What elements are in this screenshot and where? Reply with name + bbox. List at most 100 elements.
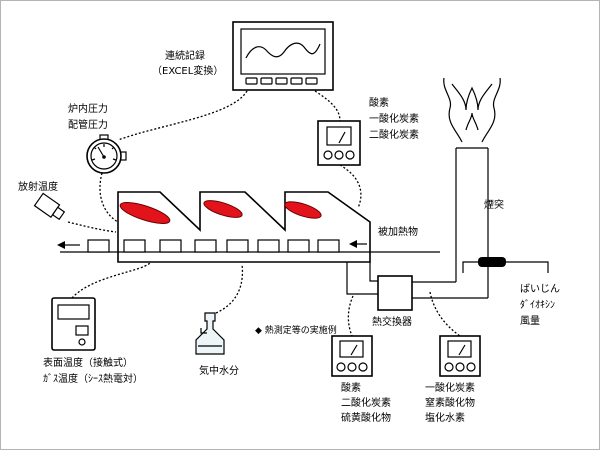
analyzer-knob: [347, 362, 357, 372]
gas-analyzer-bottom-left: [331, 335, 373, 377]
monitor-button: [290, 77, 303, 85]
arrow-head: [349, 240, 357, 248]
arrow-head: [57, 241, 65, 249]
analyzer-display: [326, 126, 352, 146]
smoke-line: [443, 77, 463, 143]
chimney-measurement: 風量: [520, 315, 540, 327]
workpiece: [226, 239, 249, 253]
analyzer-top-item: 酸素: [369, 96, 389, 109]
workpiece: [317, 239, 340, 253]
monitor-button: [305, 77, 318, 85]
analyzer-needle: [458, 344, 466, 356]
chimney-label: 煙突: [484, 198, 504, 211]
gas-analyzer-top: [317, 120, 361, 166]
line-analyzer-to-furnace: [339, 164, 362, 209]
analyzer-knob: [334, 150, 344, 160]
analyzer-bottom-left-item: 二酸化炭素: [341, 396, 391, 409]
sampling-probe: [462, 257, 549, 273]
workpiece: [287, 239, 310, 253]
bottle-body: [195, 312, 225, 355]
humidity-label: 気中水分: [199, 364, 239, 377]
gauge-tick: [91, 158, 96, 161]
analyzer-top-item: 一酸化炭素: [369, 112, 419, 125]
gauge-tick: [111, 146, 115, 150]
gas-temperature-label: ｶﾞｽ温度（ｼｰｽ熱電対）: [43, 372, 143, 385]
flue-duct: [346, 262, 488, 299]
chimney: [455, 147, 489, 298]
gauge-tick: [112, 158, 117, 161]
line-gauge-to-furnace: [99, 172, 119, 223]
analyzer-bottom-left-item: 硫黄酸化物: [341, 411, 391, 424]
line-duct-to-analyzer-left: [347, 295, 354, 337]
monitor-button: [260, 77, 273, 85]
analyzer-knob: [444, 362, 454, 372]
signal-lines: [67, 90, 461, 337]
line-recorder-to-analyzer: [314, 90, 341, 122]
analyzer-top-item: 二酸化炭素: [369, 128, 419, 141]
waveform-trace: [245, 42, 321, 59]
thermometer-display: [57, 304, 90, 320]
burner-flame: [119, 202, 171, 224]
flow-arrow-right: [349, 240, 367, 248]
analyzer-bottom-right-item: 窒素酸化物: [425, 396, 475, 409]
surface-temperature-label: 表面温度（接触式）: [43, 356, 133, 369]
smoke-line: [451, 83, 493, 111]
gauge-needle: [97, 146, 105, 158]
recorder-subtitle: （EXCEL変換）: [152, 64, 223, 77]
line-recorder-to-gauge: [117, 90, 248, 141]
analyzer-knob: [323, 150, 333, 160]
monitor-screen: [240, 28, 326, 75]
radiation-thermometer-label: 放射温度: [18, 180, 58, 193]
thermometer-jack: [78, 338, 86, 346]
gauge-pivot: [102, 155, 106, 159]
monitor-button: [245, 77, 258, 85]
workpieces: [87, 239, 340, 253]
smoke-line: [465, 112, 479, 131]
recorder-title: 連続記録: [165, 49, 205, 62]
smoke-line: [481, 77, 501, 143]
analyzer-display: [339, 340, 364, 358]
analyzer-knob: [358, 362, 368, 372]
recorder-monitor: [232, 21, 334, 91]
line-radiation-to-furnace: [67, 221, 117, 233]
duct-inner-wall: [346, 262, 378, 295]
analyzer-display: [447, 340, 472, 358]
example-caption: ◆ 熱測定等の実施例: [255, 324, 337, 336]
burner-flame: [203, 200, 243, 218]
thermometer-lens: [51, 206, 66, 221]
monitor-button: [275, 77, 288, 85]
workpiece: [159, 239, 182, 253]
gauge-tick: [93, 146, 97, 150]
bottle-side-tube: [200, 328, 207, 334]
thermometer-button: [75, 325, 89, 336]
chimney-measurement: ﾀﾞｲｵｷｼﾝ: [520, 299, 555, 311]
workpiece: [123, 239, 146, 253]
pressure-label-pipe: 配管圧力: [68, 118, 108, 131]
analyzer-knob: [336, 362, 346, 372]
workpiece: [194, 239, 217, 253]
workpiece: [87, 239, 110, 253]
humidity-bottle: [195, 312, 225, 355]
analyzer-needle: [350, 344, 358, 356]
flow-arrow-left: [57, 241, 80, 249]
line-thermometer-to-furnace: [71, 262, 151, 299]
pressure-gauge: [86, 134, 127, 174]
analyzer-knob: [345, 150, 355, 160]
burner-flame: [284, 201, 322, 219]
radiation-thermometer: [33, 192, 66, 221]
workpiece-label: 被加熱物: [378, 225, 418, 238]
probe-head: [478, 257, 506, 267]
duct-outer-wall: [369, 262, 378, 282]
pressure-label-furnace: 炉内圧力: [68, 102, 108, 115]
analyzer-knob: [466, 362, 476, 372]
analyzer-bottom-left-item: 酸素: [341, 381, 361, 394]
workpiece: [257, 239, 280, 253]
smoke-plume: [443, 77, 501, 143]
heat-exchanger-label: 熱交換器: [372, 315, 412, 328]
surface-thermometer: [51, 297, 96, 351]
line-chimney-to-analyzer-right: [429, 291, 461, 337]
chimney-measurement: ばいじん: [520, 283, 560, 295]
analyzer-knob: [455, 362, 465, 372]
gas-analyzer-bottom-right: [439, 335, 481, 377]
